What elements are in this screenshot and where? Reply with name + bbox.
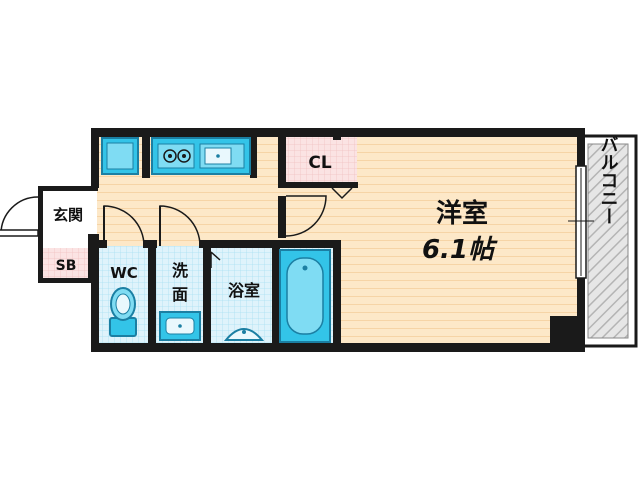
- entrance-door: [0, 196, 39, 237]
- washbasin-icon: [159, 311, 201, 341]
- kitchen-sink-icon: [199, 143, 245, 169]
- closet-door: [331, 187, 353, 200]
- shoe-box-label: SB: [56, 258, 77, 274]
- western-room-floor: [340, 136, 578, 346]
- doors: [0, 187, 353, 268]
- bathroom-door: [210, 251, 221, 268]
- closet-label: CL: [308, 153, 331, 173]
- window: [568, 165, 594, 279]
- entrance-label: 玄関: [53, 206, 83, 224]
- washroom-label-1: 洗: [172, 261, 188, 280]
- balcony-label: バルコニー: [598, 135, 619, 225]
- bathroom-sink-icon: [223, 328, 265, 341]
- kitchen-counter: [151, 137, 251, 175]
- walls: [38, 128, 585, 352]
- washroom-label-2: 面: [172, 285, 188, 304]
- toilet-label: WC: [110, 264, 138, 282]
- entrance-floor: [40, 190, 97, 234]
- western-room-name: 洋室: [436, 198, 488, 229]
- western-room-door: [285, 195, 327, 237]
- refrigerator-icon: [101, 137, 139, 175]
- toilet-door: [103, 205, 145, 247]
- stove-icon: [157, 143, 195, 169]
- washroom-door: [159, 205, 201, 247]
- shoe-box-floor: [40, 248, 89, 280]
- toilet-icon: [109, 287, 137, 337]
- western-room-size: 6.1帖: [422, 235, 498, 265]
- bathtub-icon: [279, 249, 331, 343]
- closet-floor: [285, 136, 357, 186]
- balcony: [578, 134, 638, 348]
- bathroom-label: 浴室: [228, 281, 260, 300]
